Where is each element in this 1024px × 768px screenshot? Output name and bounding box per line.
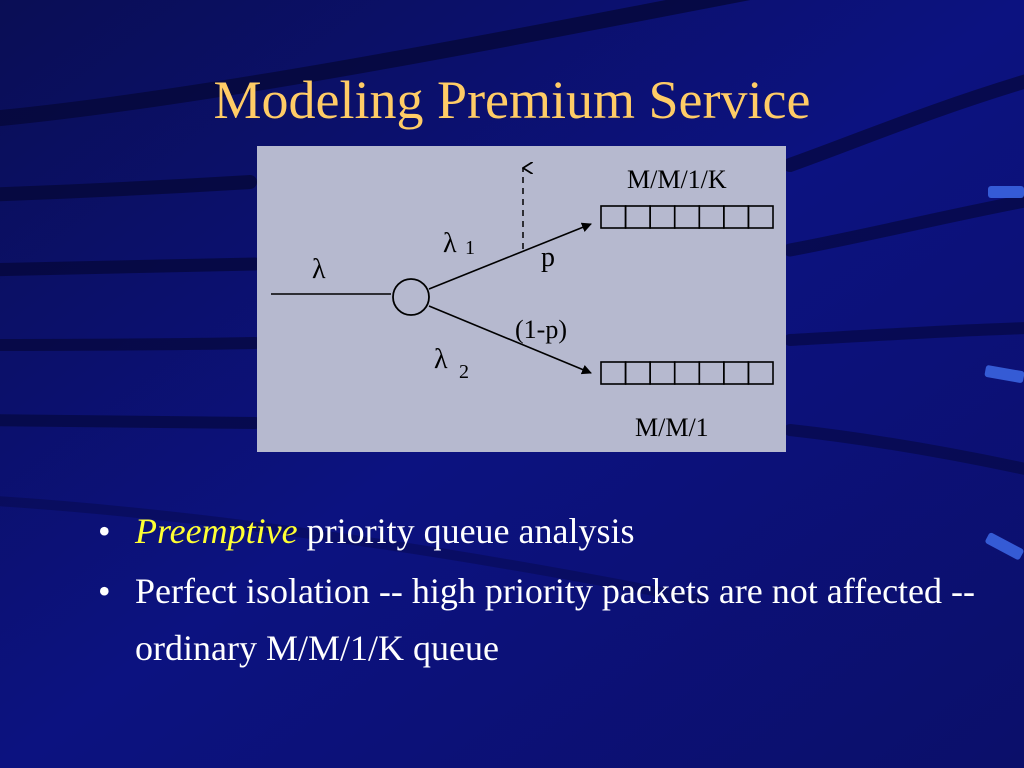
queue-cell xyxy=(673,205,701,229)
bullet-symbol: • xyxy=(98,571,111,611)
bottom-branch-arrow xyxy=(428,305,592,375)
queue-cell xyxy=(624,361,651,385)
queue-cell xyxy=(649,361,676,385)
queue-cell xyxy=(600,361,627,385)
emphasis-text: Preemptive xyxy=(135,511,298,551)
top-branch-arrow xyxy=(428,222,592,290)
bullet-symbol: • xyxy=(98,511,111,551)
top-queue-buffer xyxy=(600,205,774,229)
queue-cell xyxy=(649,205,676,229)
queue-cell xyxy=(600,205,627,229)
queue-cell xyxy=(723,361,750,385)
slide-title: Modeling Premium Service xyxy=(213,70,811,130)
queue-cell xyxy=(698,361,725,385)
bottom-rate-index: 2 xyxy=(459,361,469,383)
bullet-text: Perfect isolation -- high priority packe… xyxy=(135,571,976,668)
queue-cell xyxy=(673,361,701,385)
queue-cell xyxy=(747,205,774,229)
queue-cell xyxy=(624,205,651,229)
top-rate-symbol: λ xyxy=(443,228,457,259)
bullet-list: • Preemptive priority queue analysis • P… xyxy=(98,503,978,680)
bullet-text: priority queue analysis xyxy=(297,511,635,551)
bullet-item-2: • Perfect isolation -- high priority pac… xyxy=(98,563,978,677)
bottom-queue-label: M/M/1 xyxy=(635,413,709,442)
top-probability: p xyxy=(541,242,555,273)
bullet-item-1: • Preemptive priority queue analysis xyxy=(98,503,978,560)
top-queue-label: M/M/1/K xyxy=(627,165,727,194)
diagram-canvas: λ λ 1 p (1-p) λ 2 M/M/1/K M/M/1 xyxy=(271,146,774,442)
queue-cell xyxy=(698,205,725,229)
queue-cell xyxy=(747,361,774,385)
input-rate-label: λ xyxy=(312,254,326,285)
queue-model-diagram: λ λ 1 p (1-p) λ 2 M/M/1/K M/M/1 xyxy=(257,146,786,452)
bottom-probability: (1-p) xyxy=(515,315,567,344)
bottom-rate-symbol: λ xyxy=(434,344,448,375)
bottom-queue-buffer xyxy=(600,361,774,385)
top-rate-index: 1 xyxy=(465,237,475,259)
queue-cell xyxy=(723,205,750,229)
splitter-node xyxy=(392,278,430,316)
